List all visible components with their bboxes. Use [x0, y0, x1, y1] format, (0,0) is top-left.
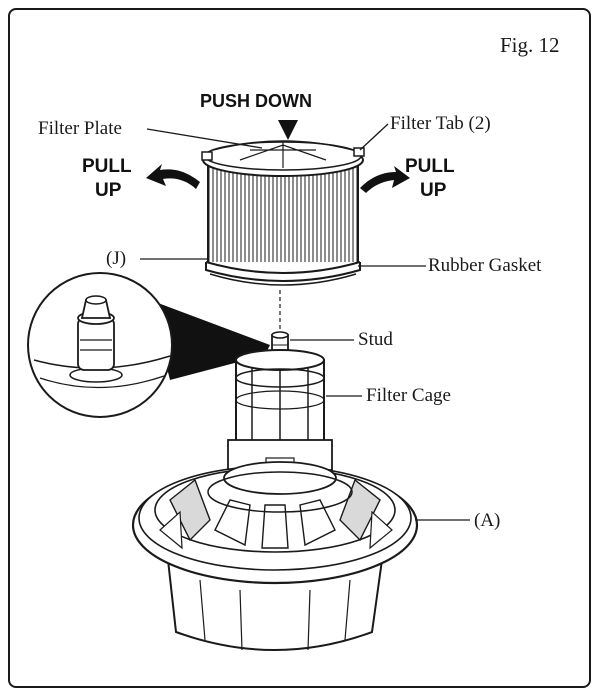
down-arrow-icon	[278, 120, 298, 140]
push-down-label: PUSH DOWN	[200, 91, 312, 111]
a-label: (A)	[474, 510, 500, 531]
curved-arrow-right-icon	[360, 166, 410, 193]
figure-frame	[8, 8, 591, 688]
filter-cartridge	[201, 140, 365, 286]
stud-detail-inset	[27, 272, 270, 418]
pull-up-left-line2: UP	[95, 180, 122, 201]
j-label: (J)	[106, 248, 126, 269]
filter-cage-label: Filter Cage	[366, 385, 451, 406]
figure-label: Fig. 12	[500, 33, 560, 57]
pull-up-left-line1: PULL	[82, 156, 132, 177]
rubber-gasket-label: Rubber Gasket	[428, 255, 542, 276]
base-housing	[131, 461, 419, 651]
filter-plate-label: Filter Plate	[38, 118, 122, 139]
pull-up-right-line2: UP	[420, 180, 447, 201]
filter-plate-leader	[146, 128, 263, 149]
filter-tab-label: Filter Tab (2)	[390, 113, 491, 134]
filter-tab-leader	[359, 123, 389, 151]
filter-cage	[227, 349, 333, 471]
pull-up-right-line1: PULL	[405, 156, 455, 177]
stud-label: Stud	[358, 329, 393, 350]
curved-arrow-left-icon	[146, 164, 200, 189]
